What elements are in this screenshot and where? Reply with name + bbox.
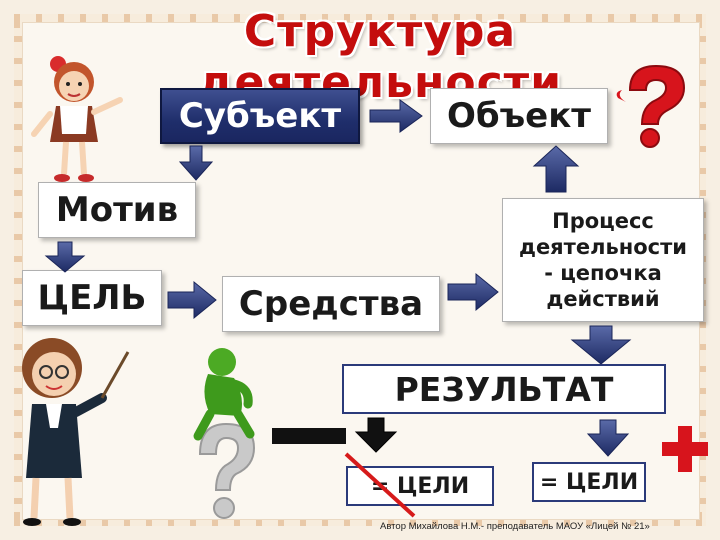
subject-label: Субъект xyxy=(178,96,342,136)
motive-box: Мотив xyxy=(38,182,196,238)
goal-label: ЦЕЛЬ xyxy=(37,278,147,318)
arrow-result-to-negative xyxy=(354,417,398,453)
equals-goal-crossed-box: = ЦЕЛИ xyxy=(346,466,494,506)
arrow-result-to-positive xyxy=(586,419,630,457)
question-mark-icon xyxy=(616,64,686,148)
girl-figure-icon xyxy=(31,56,123,182)
thinking-figure-icon xyxy=(193,348,256,519)
result-box: РЕЗУЛЬТАТ xyxy=(342,364,666,414)
plus-icon xyxy=(662,426,708,472)
arrow-process-to-result xyxy=(570,325,632,365)
means-box: Средства xyxy=(222,276,440,332)
object-label: Объект xyxy=(446,96,592,136)
arrow-means-to-process xyxy=(447,272,499,312)
arrow-subject-to-object xyxy=(369,99,423,133)
minus-icon xyxy=(272,428,346,444)
author-footer: Автор Михайлова Н.М.- преподаватель МАОУ… xyxy=(380,521,650,532)
strike-line xyxy=(344,452,416,518)
process-label: Процесс деятельности - цепочка действий xyxy=(518,209,688,311)
equals-goal-box: = ЦЕЛИ xyxy=(532,462,646,502)
means-label: Средства xyxy=(238,284,424,324)
equals-goal-label: = ЦЕЛИ xyxy=(539,469,639,495)
arrow-motive-to-goal xyxy=(44,241,86,273)
equals-goal-crossed-label: = ЦЕЛИ xyxy=(370,473,470,499)
subject-box: Субъект xyxy=(160,88,360,144)
teacher-figure-icon xyxy=(22,338,130,526)
motive-label: Мотив xyxy=(55,190,179,230)
result-label: РЕЗУЛЬТАТ xyxy=(394,369,614,409)
object-box: Объект xyxy=(430,88,608,144)
process-box: Процесс деятельности - цепочка действий xyxy=(502,198,704,322)
arrow-subject-to-motive xyxy=(178,145,214,181)
arrow-process-to-object xyxy=(532,145,580,193)
goal-box: ЦЕЛЬ xyxy=(22,270,162,326)
arrow-goal-to-means xyxy=(167,280,217,320)
